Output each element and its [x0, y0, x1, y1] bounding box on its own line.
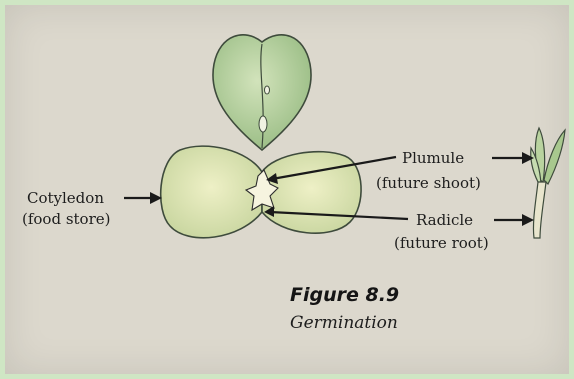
cotyledon-sublabel: (food store)	[22, 210, 111, 228]
plumule-label: Plumule	[402, 149, 464, 167]
radicle-label: Radicle	[416, 211, 473, 229]
seed-drawing	[213, 35, 311, 150]
cotyledon-label: Cotyledon	[27, 189, 104, 207]
radicle-sublabel: (future root)	[394, 234, 489, 252]
seed-micropyle	[265, 86, 270, 94]
plumule-sublabel: (future shoot)	[376, 174, 481, 192]
seedling-stem	[533, 182, 546, 238]
seedling-drawing	[531, 128, 565, 238]
radicle-seedling-arrow-head	[522, 214, 534, 226]
seedling-leaf	[544, 130, 565, 184]
left-cotyledon	[161, 146, 262, 238]
figure-title: Germination	[290, 313, 398, 333]
figure-number: Figure 8.9	[290, 284, 399, 306]
opened-seed-drawing	[161, 146, 361, 238]
seed-hilum	[259, 116, 267, 132]
right-cotyledon	[262, 152, 361, 234]
